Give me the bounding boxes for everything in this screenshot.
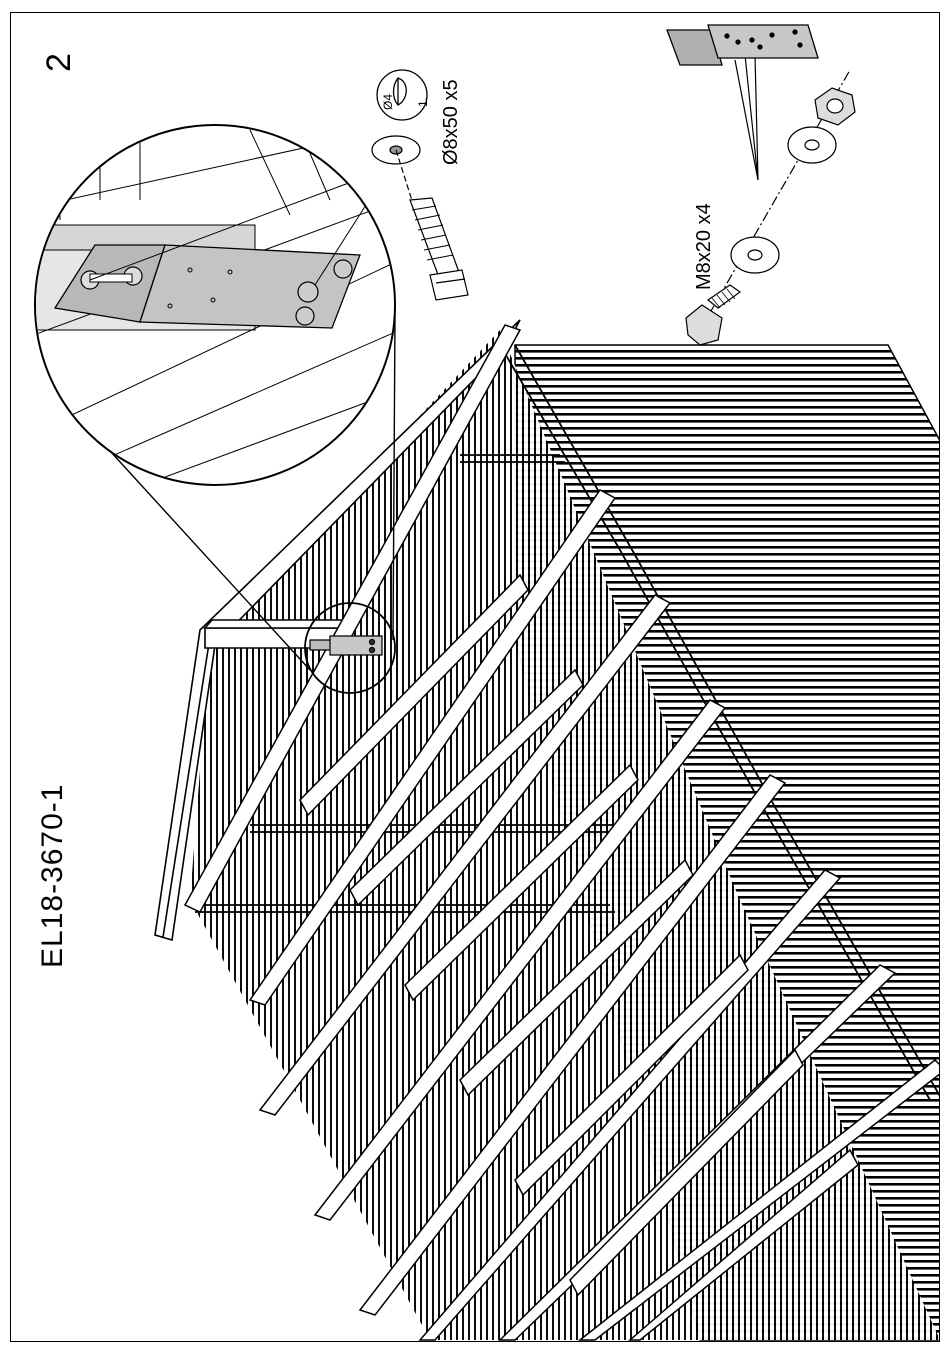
drill-step-label: 1. [416, 97, 430, 107]
drill-diameter-label: Ø4 [381, 94, 395, 110]
bracket-plate [667, 25, 818, 65]
bolt-hardware [686, 55, 855, 345]
bolt-quantity-label: M8x20 x4 [693, 203, 716, 290]
document-id: EL18-3670-1 [36, 784, 70, 968]
detail-magnified-view [20, 125, 400, 490]
step-number: 2 [40, 53, 79, 72]
screw-quantity-label: Ø8x50 x5 [440, 79, 463, 165]
